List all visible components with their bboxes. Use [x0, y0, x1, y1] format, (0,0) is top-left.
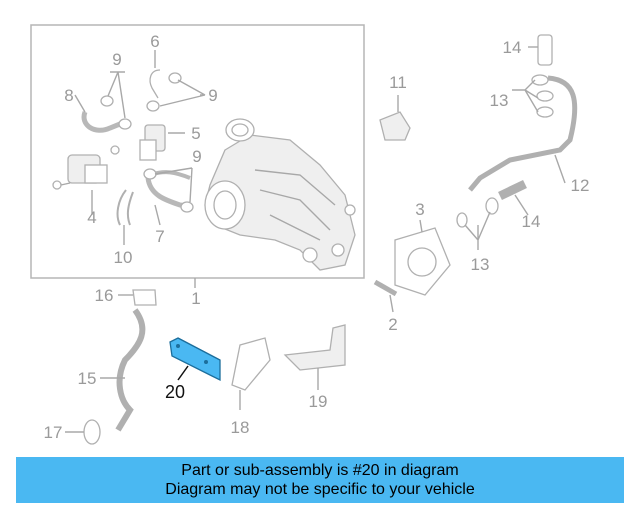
pipe-part-15[interactable]	[115, 308, 146, 432]
leader-lines	[65, 46, 566, 433]
label-9c: 9	[192, 147, 201, 166]
label-17: 17	[44, 423, 63, 442]
label-16: 16	[95, 286, 114, 305]
washers-part-13[interactable]	[456, 74, 554, 228]
label-11: 11	[389, 73, 407, 92]
bracket-part-11[interactable]	[379, 111, 411, 141]
label-13a: 13	[490, 91, 509, 110]
hose-part-6[interactable]	[149, 69, 161, 99]
label-9a: 9	[112, 50, 121, 69]
hose-part-7[interactable]	[145, 177, 189, 209]
label-3: 3	[415, 200, 424, 219]
label-2: 2	[388, 315, 397, 334]
label-15: 15	[78, 369, 97, 388]
bolt-part-14a[interactable]	[537, 34, 553, 66]
banner-line-2: Diagram may not be specific to your vehi…	[165, 481, 475, 498]
gasket-part-18[interactable]	[231, 337, 271, 391]
label-4: 4	[87, 208, 96, 227]
bolt-part-14b[interactable]	[498, 179, 527, 201]
label-9b: 9	[208, 86, 217, 105]
label-13b: 13	[471, 255, 490, 274]
heat-shield-part-20[interactable]	[169, 337, 221, 382]
parts-diagram: 1 2 3 4 5 6 7 8 9 9 9 10 11 12 13 13 14 …	[30, 24, 590, 445]
label-5: 5	[191, 124, 200, 143]
label-10: 10	[114, 248, 133, 267]
label-6: 6	[150, 32, 159, 51]
assembly-1-box	[30, 24, 365, 279]
label-20: 20	[165, 382, 185, 402]
leader-20	[177, 365, 189, 381]
label-1: 1	[191, 289, 200, 308]
label-14a: 14	[503, 38, 522, 57]
label-14b: 14	[522, 212, 541, 231]
label-19: 19	[309, 392, 328, 411]
banner-line-1: Part or sub-assembly is #20 in diagram	[181, 462, 459, 479]
oil-line-part-12[interactable]	[468, 75, 578, 192]
hose-part-10[interactable]	[116, 189, 134, 226]
valve-part-5[interactable]	[110, 124, 166, 161]
bracket-part-19[interactable]	[283, 324, 346, 371]
turbocharger-part[interactable]	[204, 118, 356, 271]
hose-part-8[interactable]	[81, 111, 121, 133]
label-7: 7	[155, 227, 164, 246]
gasket-part-16[interactable]	[132, 289, 157, 306]
info-banner: Part or sub-assembly is #20 in diagram D…	[16, 457, 624, 503]
gasket-part-17[interactable]	[83, 419, 101, 445]
stud-part-2[interactable]	[373, 279, 398, 297]
actuator-part-4[interactable]	[52, 154, 108, 190]
label-18: 18	[231, 418, 250, 437]
label-8: 8	[64, 86, 73, 105]
label-12: 12	[571, 176, 590, 195]
